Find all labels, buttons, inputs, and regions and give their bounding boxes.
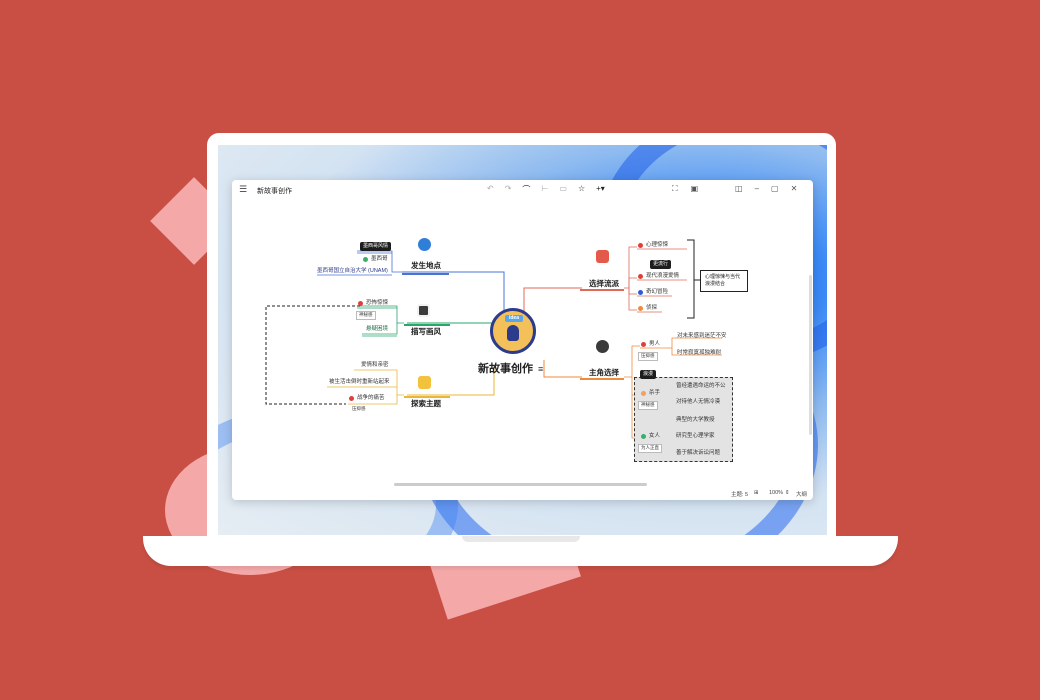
woman-child[interactable]: 研究型心理学家 — [676, 433, 715, 439]
notes-icon[interactable]: ≡ — [538, 364, 544, 374]
genre-child[interactable]: 侦探 — [646, 305, 658, 311]
redo-icon[interactable]: ↷ — [504, 184, 512, 193]
minimize-icon[interactable]: – — [754, 184, 760, 193]
branch-theme[interactable]: 探索主题 — [411, 399, 441, 408]
view-tools: ⛶ ▣ — [672, 184, 698, 194]
location-child[interactable]: 墨西哥国立自治大学 (UNAM) — [317, 268, 388, 274]
maximize-icon[interactable]: ▢ — [771, 184, 779, 193]
zoom-level[interactable]: 100% — [769, 490, 784, 496]
info-icon — [638, 290, 643, 295]
theme-note: 压抑感 — [352, 406, 366, 411]
man-node[interactable]: 男人 — [649, 341, 661, 347]
style-child[interactable]: 恐怖惊悚 — [366, 300, 389, 306]
title-bar: ☰ 新故事创作 ↶ ↷ ⌒ ⊢ ▭ ☆ +▾ ⛶ ▣ ◫ – ▢ ✕ — [232, 180, 813, 200]
branch-style[interactable]: 描写画风 — [411, 327, 441, 336]
woman-child[interactable]: 善于解决诉讼问题 — [676, 450, 721, 456]
mindmap-canvas[interactable]: idea 新故事创作 ≡ 发生地点 墨西哥风情 墨西哥 墨西哥国立自治大学 (U… — [232, 200, 813, 486]
man-child[interactable]: 对未来感到迷茫不安 — [677, 333, 727, 339]
protagonist-tag[interactable]: 浪漫 — [640, 370, 657, 379]
genre-tag[interactable]: 更流行 — [650, 260, 672, 269]
center-topic[interactable]: 新故事创作 — [478, 363, 533, 375]
outline-toggle[interactable]: 大纲 — [796, 492, 808, 498]
theme-child[interactable]: 战争的痛苦 — [357, 395, 385, 401]
idea-icon[interactable]: idea — [490, 308, 536, 354]
woman-child[interactable]: 典型的大学教授 — [676, 417, 715, 423]
window-title: 新故事创作 — [257, 188, 292, 195]
note-icon — [418, 376, 431, 389]
genre-child[interactable]: 现代浪漫爱情 — [646, 273, 680, 279]
sidebar-icon[interactable]: ◫ — [735, 184, 743, 193]
style-note: 神秘感 — [356, 311, 376, 320]
theme-child[interactable]: 被生活击倒时重新站起来 — [329, 379, 390, 385]
book-icon — [417, 304, 430, 317]
horizontal-scrollbar[interactable] — [394, 483, 647, 486]
alert-icon — [349, 396, 354, 401]
killer-node[interactable]: 杀手 — [649, 390, 661, 396]
genre-child[interactable]: 心理惊悚 — [646, 242, 669, 248]
branch-icon[interactable]: ⊢ — [541, 184, 549, 193]
fullscreen-icon[interactable]: ⛶ — [672, 184, 678, 193]
present-icon[interactable]: ▣ — [690, 184, 699, 193]
alert-icon — [638, 274, 643, 279]
window-controls: ◫ – ▢ ✕ — [735, 184, 797, 193]
check-icon — [363, 257, 368, 262]
person-icon — [641, 391, 646, 396]
add-icon[interactable]: +▾ — [596, 184, 605, 193]
branch-location[interactable]: 发生地点 — [411, 261, 441, 270]
warning-icon — [638, 306, 643, 311]
location-tag[interactable]: 墨西哥风情 — [360, 242, 392, 251]
branch-genre[interactable]: 选择流派 — [589, 279, 619, 288]
person-icon — [641, 434, 646, 439]
genre-child[interactable]: 奇幻冒险 — [646, 289, 669, 295]
zoom-stepper-icon[interactable]: ⇕ — [785, 490, 790, 496]
outline-icon[interactable]: ▭ — [559, 184, 567, 193]
branch-protagonist[interactable]: 主角选择 — [589, 368, 619, 377]
killer-note: 神秘感 — [638, 401, 658, 410]
killer-child[interactable]: 曾经遭遇命运的不公 — [676, 383, 726, 389]
toolbar: ↶ ↷ ⌒ ⊢ ▭ ☆ +▾ — [487, 184, 605, 195]
woman-note: 为人正直 — [638, 444, 662, 453]
killer-child[interactable]: 对待他人无情冷漠 — [676, 399, 721, 405]
topic-count: 主题: 5 — [731, 492, 749, 498]
location-child[interactable]: 墨西哥 — [371, 256, 388, 262]
alert-icon — [641, 342, 646, 347]
app-window: ☰ 新故事创作 ↶ ↷ ⌒ ⊢ ▭ ☆ +▾ ⛶ ▣ ◫ – ▢ ✕ — [232, 180, 813, 500]
star-icon[interactable]: ☆ — [577, 184, 586, 193]
genre-summary[interactable]: 心理惊悚与当代浪漫结合 — [700, 270, 748, 292]
globe-icon — [418, 238, 431, 251]
alert-icon — [638, 243, 643, 248]
book-stack-icon — [596, 250, 609, 263]
close-icon[interactable]: ✕ — [790, 184, 798, 193]
style-child[interactable]: 悬疑困境 — [366, 326, 389, 332]
status-bar: 主题: 5 ⊞ 100% ⇕ 大纲 — [232, 486, 813, 500]
man-child[interactable]: 时常寂寞孤独难耐 — [677, 350, 722, 356]
style-icon[interactable]: ⌒ — [522, 185, 531, 194]
undo-icon[interactable]: ↶ — [487, 184, 494, 193]
mindmap-connectors — [265, 239, 730, 456]
theme-child[interactable]: 爱情和亲密 — [361, 362, 389, 368]
woman-node[interactable]: 女人 — [649, 433, 661, 439]
hamburger-icon[interactable]: ☰ — [239, 184, 248, 194]
man-note: 压抑感 — [638, 352, 658, 361]
person-icon — [507, 325, 519, 341]
idea-badge: idea — [505, 315, 523, 322]
people-icon — [596, 340, 609, 353]
laptop-notch — [462, 536, 580, 542]
map-icon[interactable]: ⊞ — [754, 490, 759, 496]
alert-icon — [358, 301, 363, 306]
vertical-scrollbar[interactable] — [809, 275, 812, 435]
